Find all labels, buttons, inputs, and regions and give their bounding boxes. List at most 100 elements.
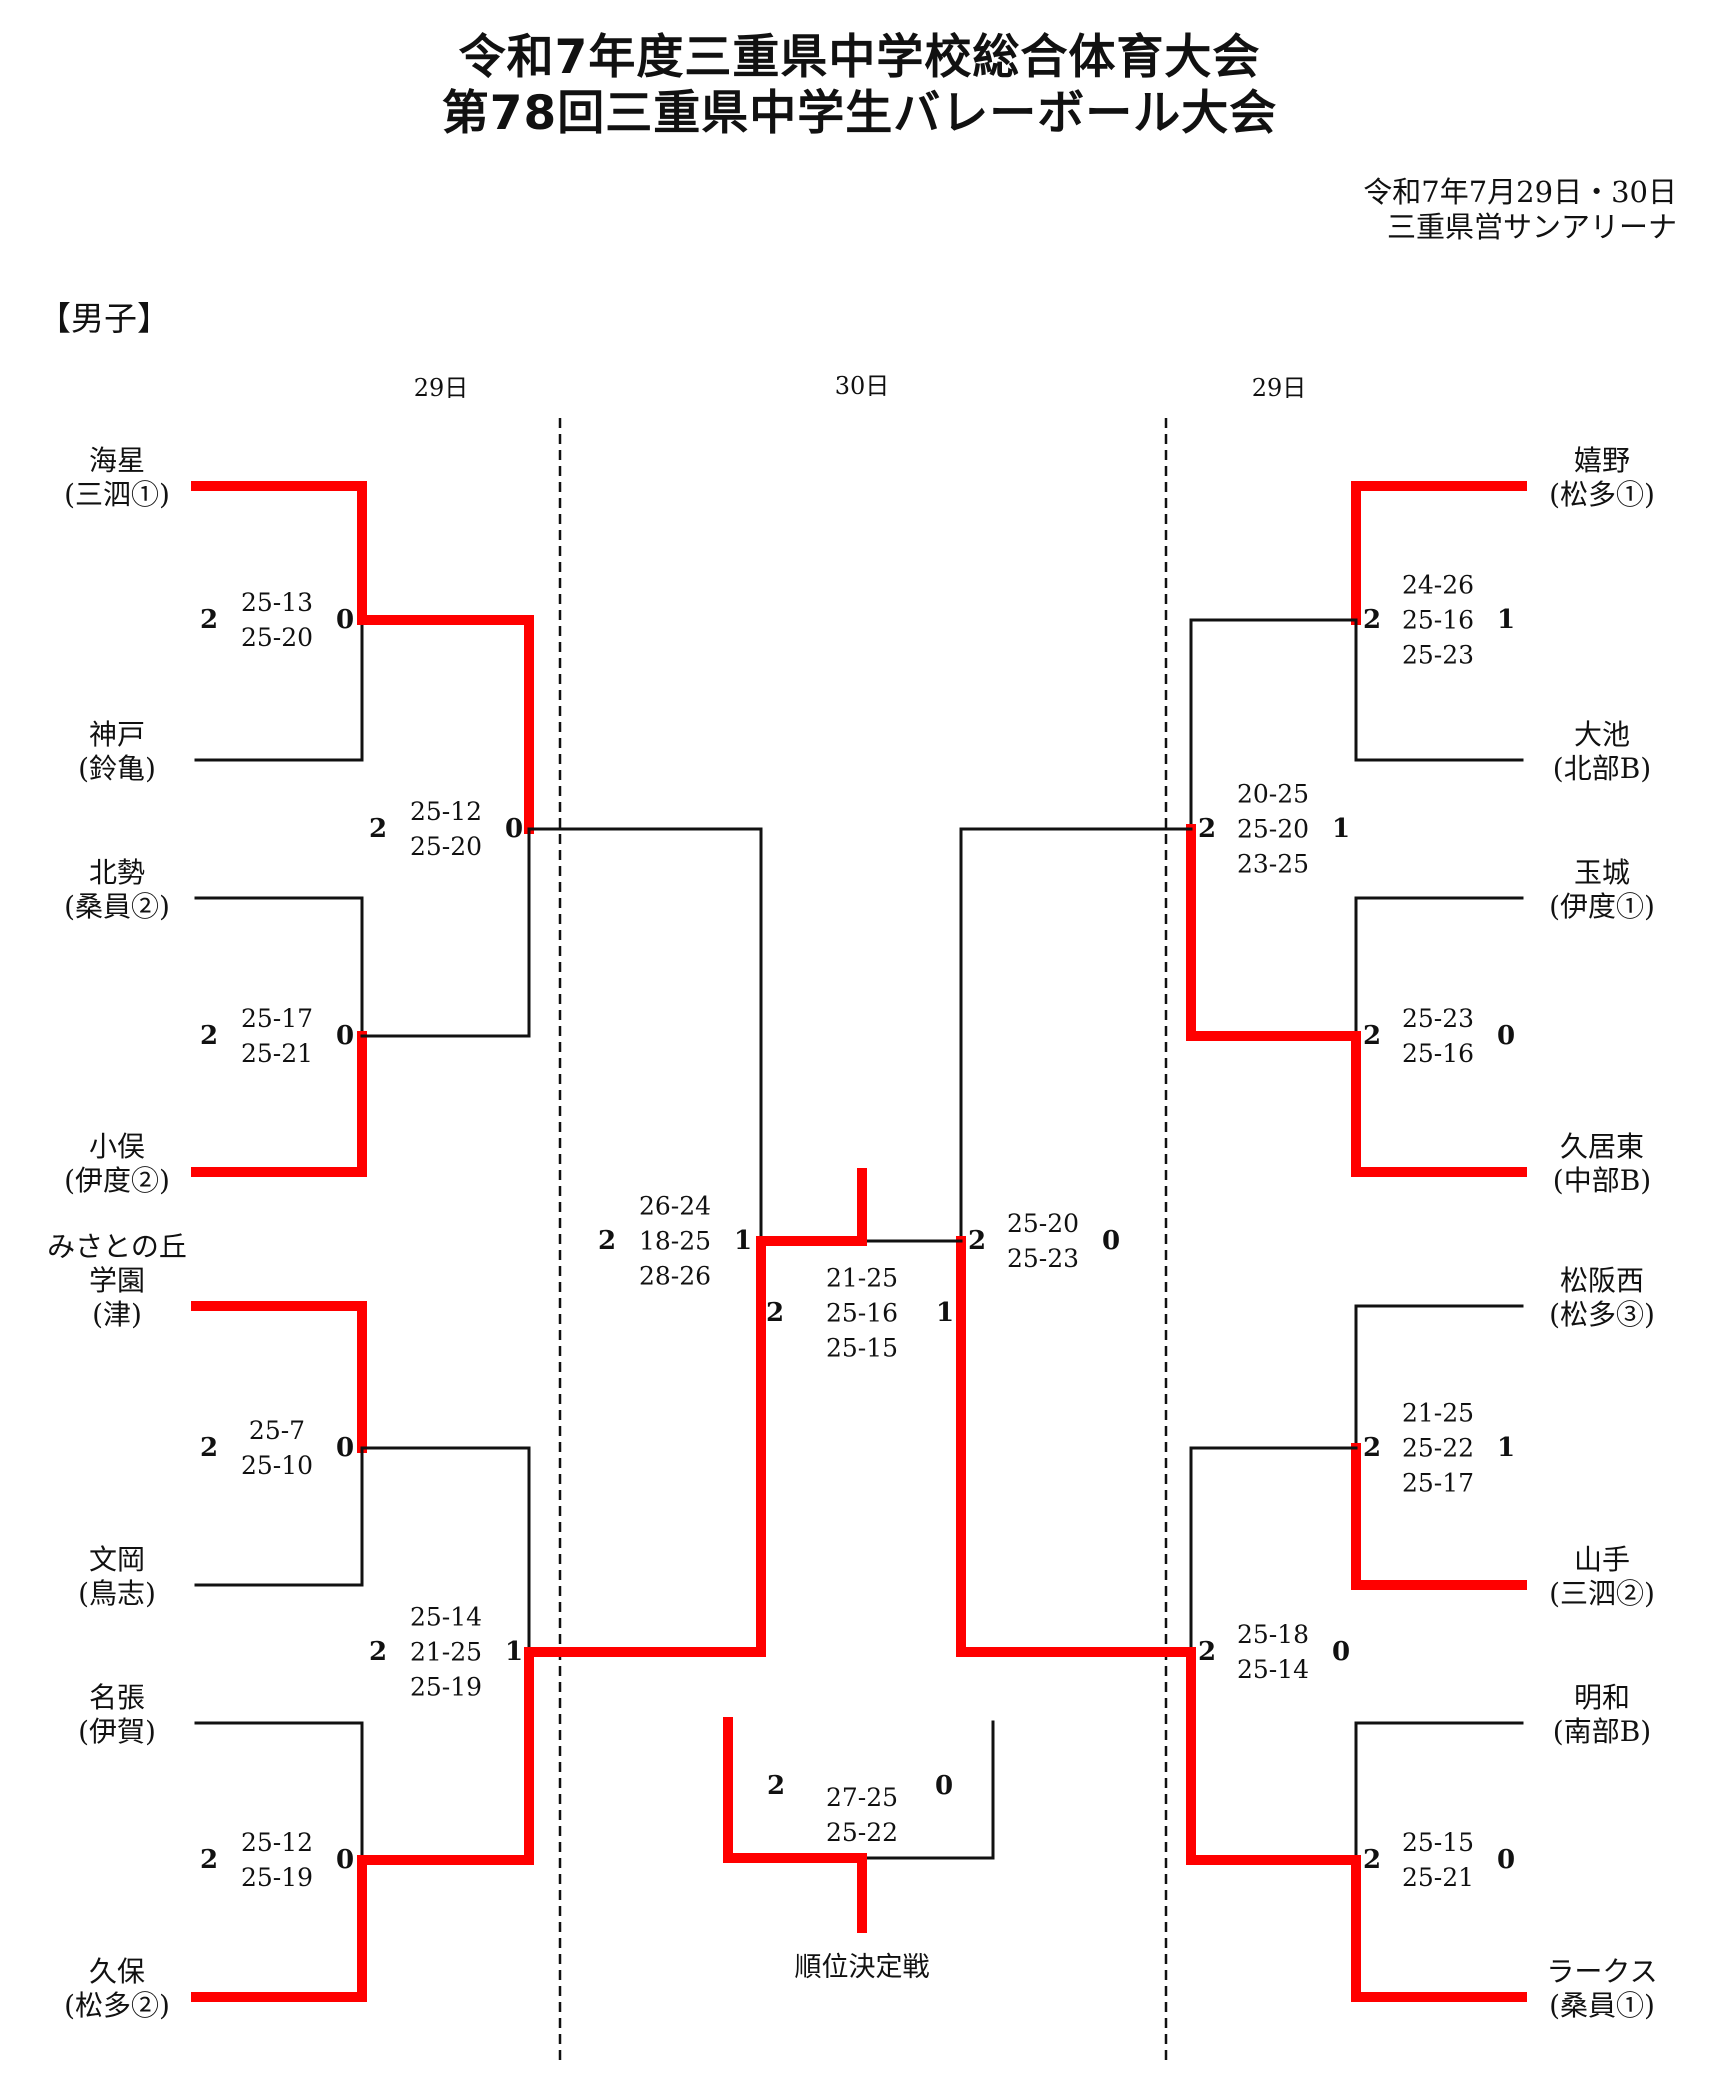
team-name: 松阪西 [1559,1264,1645,1297]
match-left-r1-2-sets-loser: 0 [335,1433,355,1463]
team-entry-left: 久保(松多②) [64,1955,170,2023]
set-score: 25-20 [1006,1209,1080,1238]
team-entry-left: 海星(三泗①) [64,444,170,512]
set-score: 28-26 [638,1261,712,1291]
team-region: (伊賀) [78,1715,156,1748]
match-final-sets-winner: 2 [765,1298,785,1328]
set-score: 27-25 [825,1783,899,1812]
set-score: 20-25 [1236,779,1310,809]
match-right-r1-1-sets-winner: 2 [1362,1021,1382,1051]
team-entry-right: 松阪西(松多③) [1549,1264,1655,1332]
match-placement-sets-winner: 2 [766,1771,786,1801]
match-left-r1-3-sets-loser: 0 [335,1845,355,1875]
match-left-r2-1-sets-loser: 1 [504,1637,524,1667]
match-right-r2-0-scores: 20-25 25-20 23-25 [1237,777,1309,882]
day-label-center: 30日 [834,372,890,400]
match-right-sf-sets-winner: 2 [967,1226,987,1256]
team-entry-left: 神戸(鈴亀) [78,718,156,786]
team-name: みさとの丘 学園 [47,1230,187,1297]
match-left-r1-2-sets-winner: 2 [199,1433,219,1463]
team-entry-right: 嬉野(松多①) [1549,444,1655,512]
set-score: 21-25 [409,1637,483,1667]
team-entry-left: 小俣(伊度②) [64,1130,170,1198]
team-name: 久保 [88,1955,146,1988]
set-score: 25-12 [409,797,483,826]
set-score: 25-21 [240,1039,314,1068]
set-score: 25-10 [240,1451,314,1480]
team-entry-right: 山手(三泗②) [1549,1543,1655,1611]
set-score: 26-24 [638,1191,712,1221]
team-region: (中部B) [1552,1164,1652,1197]
team-entry-right: 大池(北部B) [1553,718,1651,786]
event-venue: 三重県営サンアリーナ [1386,210,1677,244]
team-name: ラークス [1546,1955,1658,1988]
match-right-r1-0-sets-loser: 1 [1496,605,1516,635]
title-line-2: 第78回三重県中学生バレーボール大会 [441,86,1278,141]
match-left-r2-0-scores: 25-12 25-20 [410,794,482,864]
match-left-r2-1-sets-winner: 2 [368,1637,388,1667]
match-left-sf-sets-winner: 2 [597,1226,617,1256]
match-left-r1-0-sets-loser: 0 [335,605,355,635]
team-region: (鈴亀) [78,752,156,785]
placement-match-label: 順位決定戦 [794,1952,930,1983]
set-score: 23-25 [1236,849,1310,879]
set-score: 25-22 [825,1818,899,1847]
team-name: 嬉野 [1573,444,1631,477]
team-region: (伊度②) [64,1164,170,1197]
team-region: (桑員②) [64,890,170,923]
match-right-r1-1-sets-loser: 0 [1496,1021,1516,1051]
team-region: (津) [92,1298,142,1331]
team-name: 名張 [88,1681,146,1714]
match-left-r1-0-sets-winner: 2 [199,605,219,635]
set-score: 25-20 [240,623,314,652]
set-score: 25-12 [240,1828,314,1857]
day-label-right: 29日 [1251,374,1307,402]
match-right-r2-0-sets-winner: 2 [1197,814,1217,844]
team-name: 海星 [88,444,146,477]
match-right-r1-0-sets-winner: 2 [1362,605,1382,635]
match-final-sets-loser: 1 [935,1298,955,1328]
team-name: 北勢 [88,856,146,889]
set-score: 25-23 [1401,640,1475,670]
match-right-sf-sets-loser: 0 [1101,1226,1121,1256]
event-date: 令和7年7月29日・30日 [1363,175,1677,209]
match-right-r2-1-sets-winner: 2 [1197,1637,1217,1667]
team-region: (松多②) [64,1989,170,2022]
team-entry-left: 北勢(桑員②) [64,856,170,924]
match-left-r2-0-sets-loser: 0 [504,814,524,844]
match-right-r1-3-sets-winner: 2 [1362,1845,1382,1875]
match-placement-sets-loser: 0 [934,1771,954,1801]
set-score: 25-16 [825,1298,899,1328]
set-score: 25-22 [1401,1433,1475,1463]
team-region: (桑員①) [1549,1989,1655,2022]
team-region: (鳥志) [78,1577,156,1610]
set-score: 25-21 [1401,1863,1475,1892]
set-score: 25-17 [1401,1468,1475,1498]
set-score: 25-20 [1236,814,1310,844]
match-placement-scores: 27-25 25-22 [826,1780,898,1850]
day-label-left: 29日 [413,374,469,402]
set-score: 25-16 [1401,605,1475,635]
team-region: (北部B) [1552,752,1652,785]
match-left-r1-0-scores: 25-13 25-20 [241,585,313,655]
team-entry-right: ラークス(桑員①) [1546,1955,1657,2023]
set-score: 25-14 [409,1602,483,1632]
title-line-1: 令和7年度三重県中学校総合体育大会 [458,30,1261,85]
set-score: 25-13 [240,588,314,617]
team-region: (三泗②) [1549,1577,1655,1610]
set-score: 25-20 [409,832,483,861]
team-entry-right: 久居東(中部B) [1553,1130,1651,1198]
team-region: (伊度①) [1549,890,1655,923]
set-score: 25-15 [825,1333,899,1363]
team-name: 山手 [1573,1543,1631,1576]
